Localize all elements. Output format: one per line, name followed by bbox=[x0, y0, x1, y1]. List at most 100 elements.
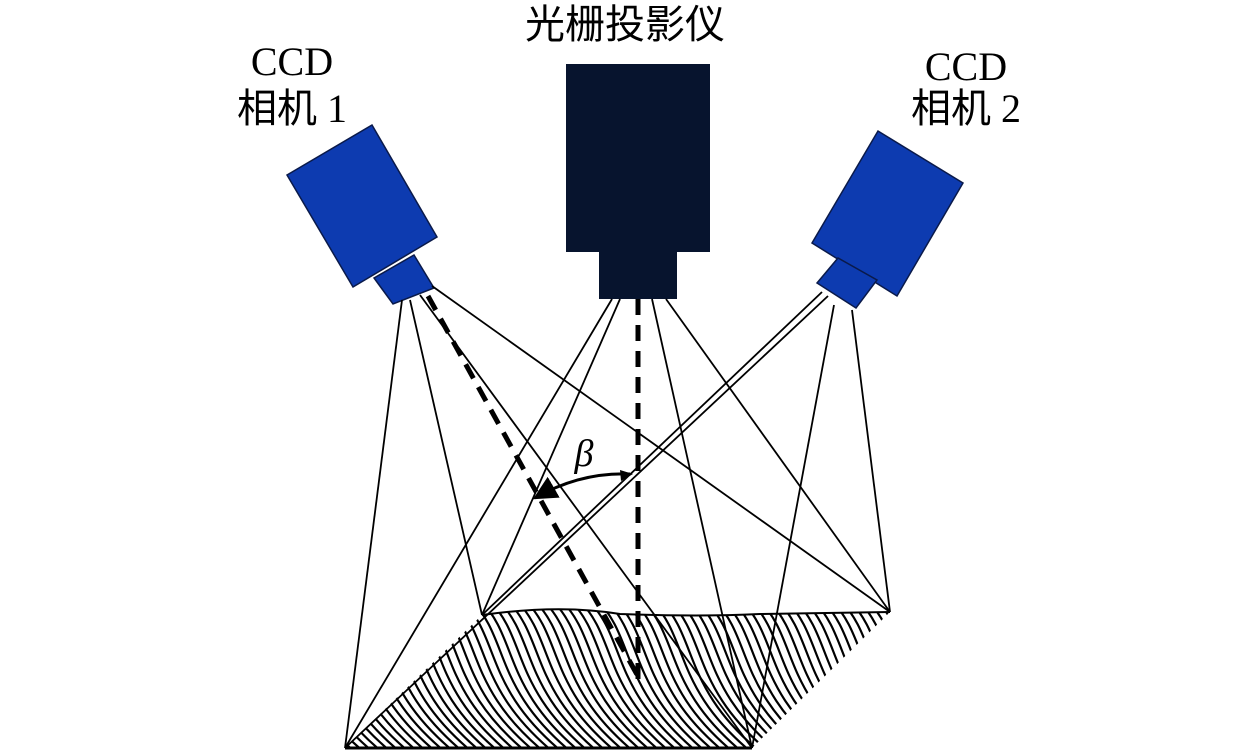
projector bbox=[566, 64, 710, 299]
fringe-line bbox=[884, 609, 890, 748]
fringe-surface bbox=[0, 600, 1211, 753]
fringe-line bbox=[75, 600, 185, 753]
fringe-line bbox=[0, 600, 50, 753]
surface-back-edge bbox=[481, 608, 891, 617]
fringe-line bbox=[1020, 600, 1130, 753]
fringe-line bbox=[0, 600, 59, 753]
fringe-line bbox=[1092, 600, 1202, 753]
fringe-line bbox=[0, 600, 86, 753]
fringe-line bbox=[966, 600, 1076, 753]
fringe-line bbox=[345, 609, 402, 748]
fringe-line bbox=[939, 600, 1049, 753]
fringe-line bbox=[21, 600, 131, 753]
fringe-line bbox=[497, 609, 609, 748]
fringe-line bbox=[866, 609, 890, 748]
camera1-label-line2: 相机 1 bbox=[237, 86, 347, 131]
fringe-line bbox=[345, 609, 357, 748]
fringe-line bbox=[506, 609, 618, 748]
fringe-line bbox=[1011, 600, 1121, 753]
fringe-line bbox=[993, 600, 1103, 753]
fringe-line bbox=[515, 609, 627, 748]
fringe-line bbox=[533, 609, 645, 748]
fringe-line bbox=[102, 600, 212, 753]
fringe-line bbox=[129, 600, 239, 753]
fringe-line bbox=[183, 600, 293, 753]
fringe-line bbox=[111, 600, 221, 753]
fringe-line bbox=[345, 609, 366, 748]
fringe-line bbox=[605, 609, 717, 748]
fringe-line bbox=[749, 609, 861, 748]
fringe-line bbox=[156, 600, 266, 753]
fringe-line bbox=[66, 600, 176, 753]
fringe-line bbox=[48, 600, 158, 753]
fringe-line bbox=[201, 600, 311, 753]
camera1-label-line1: CCD bbox=[251, 39, 333, 84]
fringe-line bbox=[228, 600, 338, 753]
fringe-line bbox=[57, 600, 167, 753]
fringe-line bbox=[875, 609, 890, 748]
fringe-line bbox=[551, 609, 663, 748]
fringe-line bbox=[3, 600, 113, 753]
fringe-line bbox=[210, 600, 320, 753]
fringe-line bbox=[345, 609, 411, 748]
fringe-line bbox=[0, 600, 68, 753]
projector-body bbox=[566, 64, 710, 252]
fringe-line bbox=[957, 600, 1067, 753]
fringe-line bbox=[848, 609, 890, 748]
fringe-line bbox=[84, 600, 194, 753]
fringe-line bbox=[984, 600, 1094, 753]
fringe-line bbox=[1047, 600, 1157, 753]
fringe-line bbox=[93, 600, 203, 753]
camera2-label-line2: 相机 2 bbox=[911, 86, 1021, 131]
fringe-line bbox=[740, 609, 852, 748]
camera2-label-line1: CCD bbox=[925, 44, 1007, 89]
projector-label: 光栅投影仪 bbox=[525, 2, 725, 47]
fringe-line bbox=[776, 609, 888, 748]
fringe-line bbox=[192, 600, 302, 753]
fringe-line bbox=[903, 600, 1013, 753]
ccd-camera-1 bbox=[285, 123, 439, 305]
fringe-line bbox=[794, 609, 890, 748]
fringe-line bbox=[785, 609, 890, 748]
fringe-line bbox=[821, 609, 890, 748]
projector-rays bbox=[344, 298, 891, 749]
fringe-line bbox=[857, 609, 890, 748]
fringe-line bbox=[830, 609, 890, 748]
fringe-line bbox=[1065, 600, 1175, 753]
projector-lens bbox=[599, 252, 677, 299]
angle-beta-arc bbox=[532, 472, 631, 500]
fringe-line bbox=[12, 600, 122, 753]
fringe-line bbox=[345, 609, 348, 748]
fringe-line bbox=[1074, 600, 1184, 753]
camera1-body bbox=[285, 123, 439, 289]
fringe-line bbox=[479, 609, 591, 748]
fringe-line bbox=[578, 609, 690, 748]
fringe-line bbox=[1101, 600, 1211, 753]
fringe-line bbox=[120, 600, 230, 753]
fringe-line bbox=[345, 609, 393, 748]
fringe-line bbox=[174, 600, 284, 753]
camera2-lens bbox=[815, 257, 879, 310]
fringe-line bbox=[542, 609, 654, 748]
angle-beta-arc-start-arrow bbox=[620, 470, 633, 481]
camera2-view-rays bbox=[344, 291, 891, 749]
fringe-line bbox=[803, 609, 890, 748]
fringe-line bbox=[587, 609, 699, 748]
fringe-line bbox=[812, 609, 890, 748]
fringe-line bbox=[767, 609, 879, 748]
fringe-line bbox=[894, 600, 1004, 753]
fringe-line bbox=[147, 600, 257, 753]
fringe-line bbox=[0, 600, 77, 753]
fringe-line bbox=[39, 600, 149, 753]
fringe-line bbox=[219, 600, 329, 753]
fringe-line bbox=[0, 600, 95, 753]
fringe-line bbox=[948, 600, 1058, 753]
fringe-line bbox=[488, 609, 600, 748]
fringe-line bbox=[0, 600, 104, 753]
fringe-line bbox=[138, 600, 248, 753]
fringe-line bbox=[930, 600, 1040, 753]
fringe-line bbox=[1002, 600, 1112, 753]
fringe-line bbox=[839, 609, 890, 748]
camera1-view-rays bbox=[344, 285, 891, 749]
